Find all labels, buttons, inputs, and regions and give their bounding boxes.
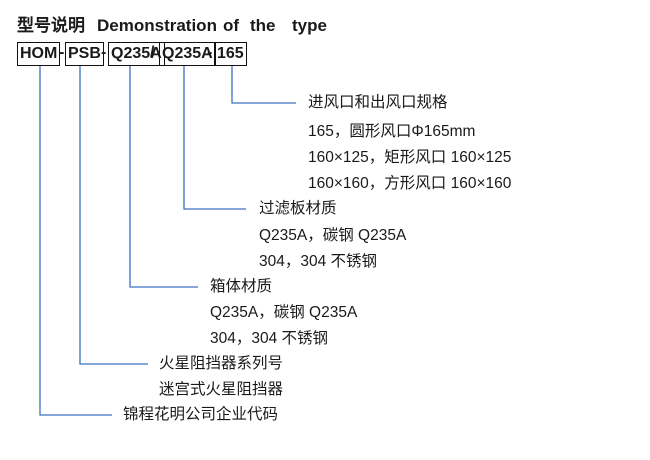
leader-line-box-material: [129, 66, 198, 288]
box-material-line-2: 304，304 不锈钢: [210, 330, 329, 347]
size-line-3: 160×160，方形风口 160×160: [308, 175, 512, 192]
leader-line-filter-material: [183, 66, 246, 210]
title-cn: 型号说明: [17, 16, 85, 35]
title-en-word-2: of: [223, 16, 240, 35]
filter-material-line-1: Q235A，碳钢 Q235A: [259, 227, 407, 244]
title-en-word-3: the: [250, 16, 276, 35]
series-line-1: 迷宫式火星阻挡器: [159, 381, 284, 398]
code-segment-size: 165: [214, 42, 247, 66]
leader-line-size: [231, 66, 296, 104]
series-heading: 火星阻挡器系列号: [159, 355, 284, 372]
filter-material-heading: 过滤板材质: [259, 200, 337, 217]
code-separator: -: [207, 44, 213, 61]
code-separator: -: [59, 44, 65, 61]
size-heading: 进风口和出风口规格: [308, 94, 448, 111]
model-code: HOM - PSB - Q235A / Q235A - 165: [0, 42, 650, 66]
size-line-1: 165，圆形风口Φ165mm: [308, 123, 476, 140]
code-segment-series: PSB: [65, 42, 104, 66]
title-en-word-1: Demonstration: [97, 16, 217, 35]
filter-material-line-2: 304，304 不锈钢: [259, 253, 378, 270]
leader-line-company: [39, 66, 112, 416]
code-segment-filter-material: Q235A: [159, 42, 216, 66]
box-material-heading: 箱体材质: [210, 278, 273, 295]
leader-line-series: [79, 66, 148, 365]
company-heading: 锦程花明公司企业代码: [123, 406, 279, 423]
size-line-2: 160×125，矩形风口 160×125: [308, 149, 512, 166]
code-segment-company: HOM: [17, 42, 61, 66]
code-separator: /: [150, 44, 155, 61]
code-separator: -: [101, 44, 107, 61]
code-segment-box-material: Q235A: [108, 42, 165, 66]
box-material-line-1: Q235A，碳钢 Q235A: [210, 304, 358, 321]
title-en-word-4: type: [292, 16, 327, 35]
